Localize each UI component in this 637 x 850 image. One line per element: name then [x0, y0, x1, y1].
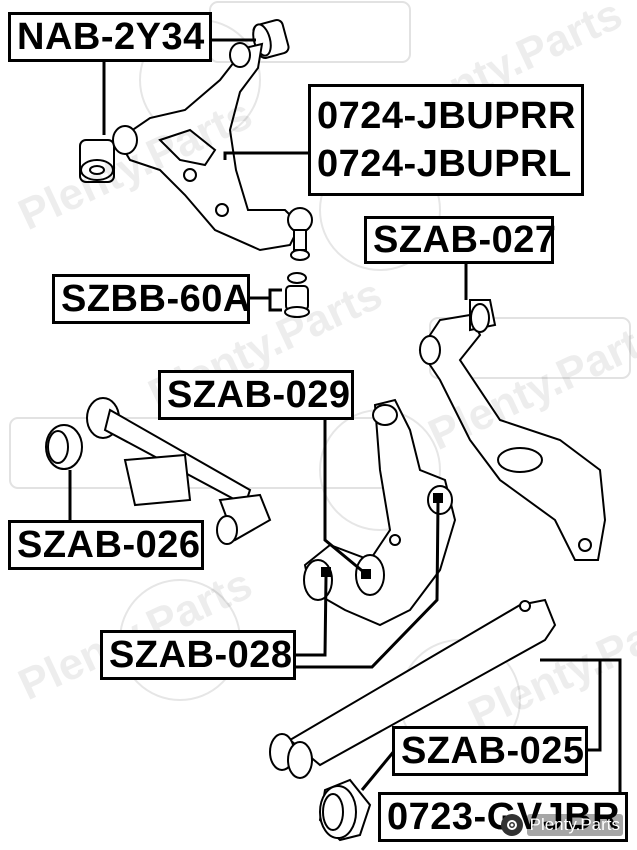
arm-szab-026 — [45, 397, 272, 545]
marker-szab-028-left — [321, 567, 331, 577]
part-label-0724-jbuprr: 0724-JBUPRR — [317, 95, 576, 137]
marker-szab-028-right — [433, 493, 443, 503]
part-label-szab-029: SZAB-029 — [158, 370, 354, 420]
part-label-szab-027: SZAB-027 — [364, 216, 556, 264]
site-logo: Plenty.Parts — [500, 814, 623, 836]
lower-arm-szab-027 — [418, 299, 607, 561]
gear-icon — [500, 814, 523, 836]
leader-lines — [68, 38, 622, 792]
part-label-0723-gvjbr: 0723-GVJBR — [378, 792, 628, 842]
site-logo-text: Plenty.Parts — [526, 814, 623, 836]
part-label-0724-jbuprl: 0724-JBUPRL — [317, 143, 572, 185]
boot-szbb-60a — [284, 272, 310, 318]
part-label-nab-2y34: NAB-2Y34 — [8, 12, 212, 62]
ball-joint — [287, 207, 313, 261]
part-label-szab-026: SZAB-026 — [8, 520, 204, 570]
bushing-nab-2y34-left — [79, 139, 115, 183]
part-label-szab-025: SZAB-025 — [392, 726, 588, 776]
upper-control-arm — [112, 42, 302, 252]
link-0723-gvjbr — [269, 598, 557, 842]
part-label-szbb-60a: SZBB-60A — [52, 274, 250, 324]
part-label-0724-jbuprr-jbuprl: 0724-JBUPRR 0724-JBUPRL — [308, 84, 584, 196]
part-label-szab-028: SZAB-028 — [100, 630, 296, 680]
